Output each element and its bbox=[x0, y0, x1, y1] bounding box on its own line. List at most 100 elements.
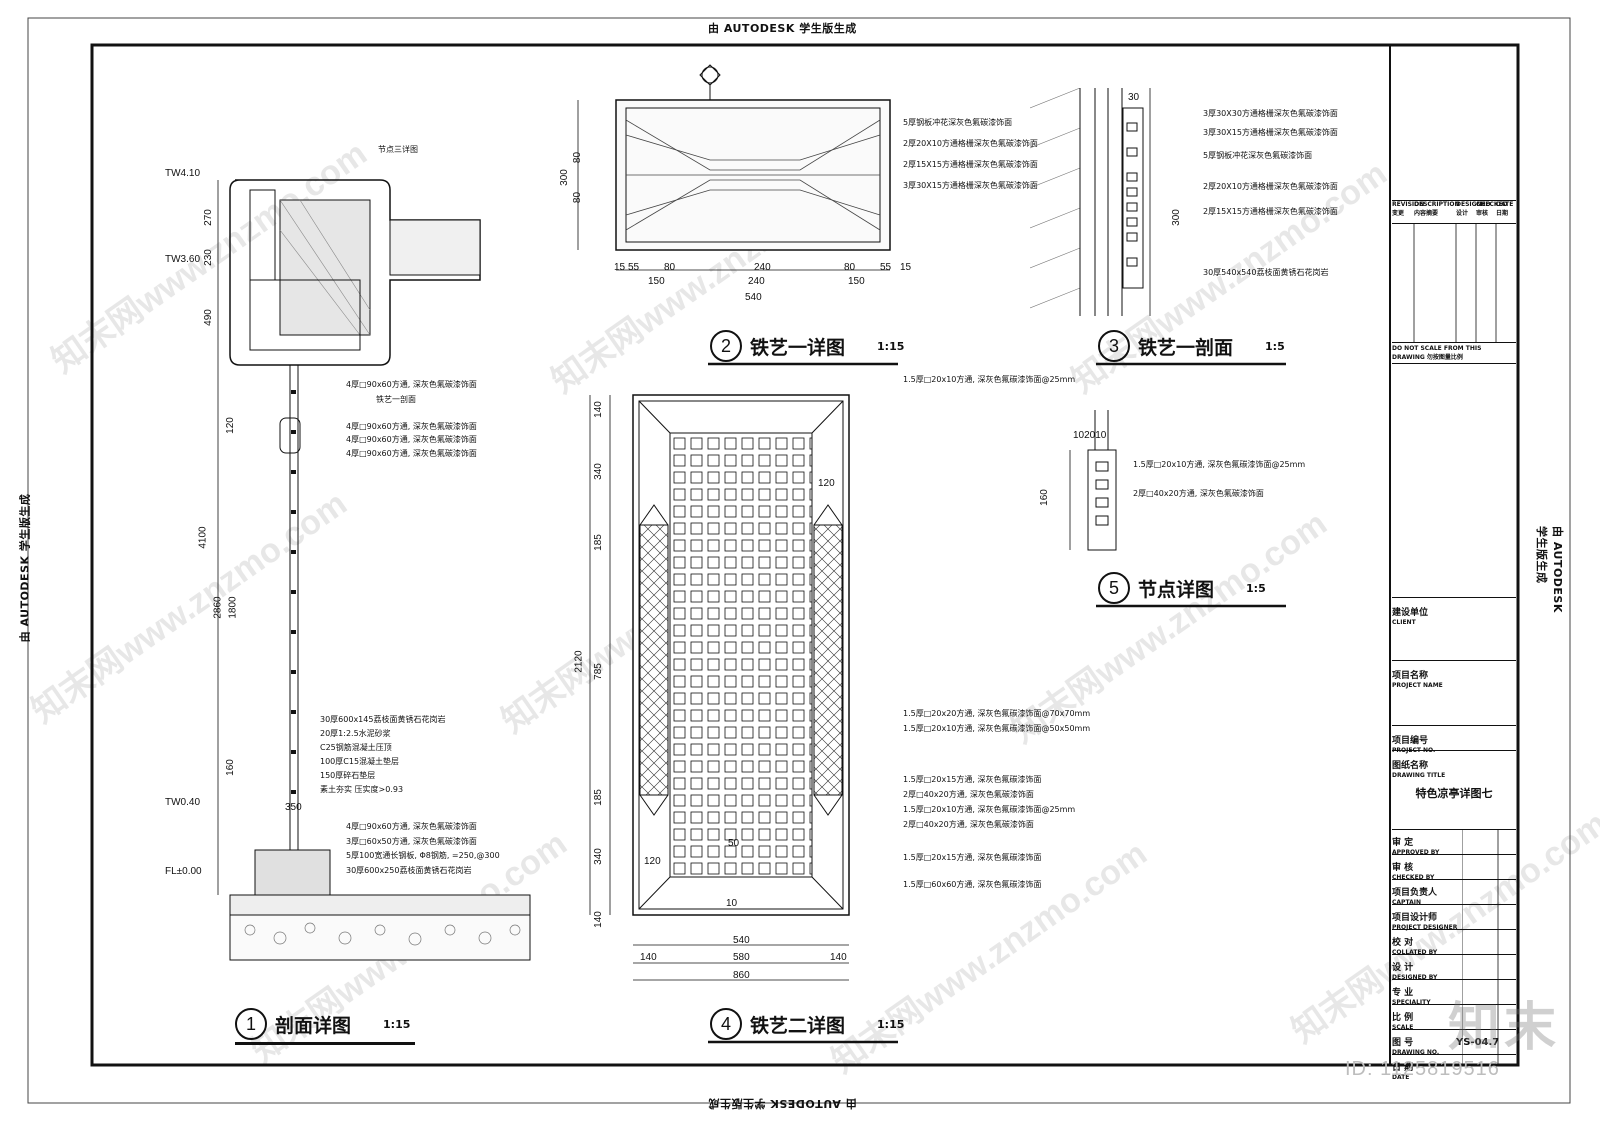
dimension-label: 785 bbox=[592, 663, 604, 680]
role-label: 审 定 bbox=[1392, 838, 1414, 848]
revision-col: DATE 日期 bbox=[1496, 201, 1514, 217]
revision-header: REVISION 变更 DESCRIPTION 内容摘要 DESIGNED 设计… bbox=[1392, 200, 1516, 224]
dimension-label: 160 bbox=[1038, 489, 1050, 506]
dim-item: 580 bbox=[733, 952, 750, 963]
role-label-en: DESIGNED BY bbox=[1392, 974, 1438, 981]
dimension-label: 140 bbox=[592, 401, 604, 418]
dimension-label: 2860 bbox=[212, 596, 224, 619]
project-no-label: 项目编号 bbox=[1392, 736, 1429, 746]
dimension-label: 120 bbox=[644, 856, 661, 867]
dimension-label: 340 bbox=[592, 463, 604, 480]
note: 1.5厚□20x10方通, 深灰色氟碳漆饰面@50x50mm bbox=[903, 724, 1091, 733]
note: 2厚20X10方通格栅深灰色氟碳漆饰面 bbox=[1203, 182, 1338, 191]
note: 4厚□90x60方通, 深灰色氟碳漆饰面 bbox=[346, 448, 477, 458]
role-label-en: SPECIALITY bbox=[1392, 999, 1431, 1006]
dim-item: 140 bbox=[830, 952, 847, 963]
revision-col: CHECKED 审核 bbox=[1476, 201, 1508, 217]
note: 4厚□90x60方通, 深灰色氟碳漆饰面 bbox=[346, 435, 477, 444]
view-title-text: 铁艺一详图 bbox=[750, 336, 846, 359]
dimension-label: 140 580 140 bbox=[640, 952, 860, 963]
dimension-label: 150 240 150 bbox=[648, 276, 888, 287]
note: 3厚□60x50方通, 深灰色氟碳漆饰面 bbox=[346, 836, 477, 846]
note: 100厚C15混凝土垫层 bbox=[320, 757, 400, 766]
note: 5厚钢板冲花深灰色氟碳漆饰面 bbox=[903, 118, 1013, 127]
view-title-5: 5 节点详图 1:5 bbox=[1098, 572, 1266, 604]
role-label: 项目负责人 bbox=[1392, 888, 1438, 898]
note: 2厚□40x20方通, 深灰色氟碳漆饰面 bbox=[903, 820, 1034, 829]
dimension-label: 350 bbox=[285, 802, 302, 813]
drawing-title-label: 图纸名称 bbox=[1392, 761, 1429, 771]
title-block: REVISION 变更 DESCRIPTION 内容摘要 DESIGNED 设计… bbox=[1392, 200, 1516, 364]
note: 5厚100宽通长钢板, Φ8钢筋, =250,@300 bbox=[346, 851, 500, 860]
view-number: 4 bbox=[710, 1008, 742, 1040]
level-mark: TW3.60 bbox=[165, 254, 201, 265]
dim-item: 55 bbox=[880, 262, 892, 273]
view1-notes-upper: 4厚□90x60方通, 深灰色氟碳漆饰面 4厚□90x60方通, 深灰色氟碳漆饰… bbox=[346, 378, 477, 460]
note: 1.5厚□20x20方通, 深灰色氟碳漆饰面@70x70mm bbox=[903, 709, 1091, 718]
view-title-4: 4 铁艺二详图 1:15 bbox=[710, 1008, 904, 1040]
dimension-label: 50 bbox=[728, 838, 740, 849]
callout-label: 铁艺一剖面 bbox=[376, 395, 416, 404]
level-mark: TW4.10 bbox=[165, 168, 201, 179]
project-no-label-en: PROJECT NO. bbox=[1392, 747, 1436, 754]
view-title-text: 铁艺二详图 bbox=[750, 1014, 846, 1037]
note: C25钢筋混凝土压顶 bbox=[320, 743, 392, 752]
dimension-label: 80 bbox=[572, 191, 584, 204]
view-number: 5 bbox=[1098, 572, 1130, 604]
view-scale: 1:5 bbox=[1265, 339, 1285, 353]
dimension-label: 230 bbox=[202, 249, 214, 266]
dimension-label: 15 55 80 240 80 55 15 bbox=[614, 262, 914, 273]
role-label: 专 业 bbox=[1392, 988, 1414, 998]
dimension-label: 2120 bbox=[573, 650, 585, 673]
revision-col: DESCRIPTION 内容摘要 bbox=[1414, 201, 1460, 217]
view-scale: 1:15 bbox=[877, 1017, 905, 1031]
dimension-label: 300 bbox=[558, 169, 570, 186]
note: 4厚□90x60方通, 深灰色氟碳漆饰面 bbox=[346, 421, 477, 431]
dim-item: 80 bbox=[844, 262, 856, 273]
role-label: 图 号 bbox=[1392, 1038, 1414, 1048]
role-label-en: COLLATED BY bbox=[1392, 949, 1438, 956]
dimension-label: 80 bbox=[572, 151, 584, 164]
view-number: 2 bbox=[710, 330, 742, 362]
dimension-label: 1800 bbox=[227, 596, 239, 619]
note: 20厚1:2.5水泥砂浆 bbox=[320, 729, 391, 738]
dimension-label: 10 bbox=[726, 898, 738, 909]
dimension-label: 185 bbox=[592, 789, 604, 806]
autodesk-stamp-bottom: 由 AUTODESK 学生版生成 bbox=[708, 1097, 857, 1110]
drawing-no-value: YS-04.7 bbox=[1456, 1037, 1500, 1048]
revision-col: REVISION 变更 bbox=[1392, 201, 1425, 217]
role-label: 设 计 bbox=[1392, 963, 1414, 973]
level-mark: TW0.40 bbox=[165, 797, 201, 808]
note: 1.5厚□20x15方通, 深灰色氟碳漆饰面 bbox=[903, 775, 1042, 784]
note: 30厚540x540荔枝面黄锈石花岗岩 bbox=[1203, 268, 1329, 277]
note: 2厚15X15方通格栅深灰色氟碳漆饰面 bbox=[1203, 207, 1338, 216]
view2-notes: 5厚钢板冲花深灰色氟碳漆饰面 2厚20X10方通格栅深灰色氟碳漆饰面 2厚15X… bbox=[903, 112, 1038, 196]
view-scale: 1:15 bbox=[877, 339, 905, 353]
brand-logo: 知末 bbox=[1448, 998, 1561, 1058]
autodesk-stamp-left: 由 AUTODESK 学生版生成 bbox=[18, 493, 32, 643]
note: 1.5厚□20x10方通, 深灰色氟碳漆饰面@25mm bbox=[1133, 460, 1306, 469]
note: 2厚20X10方通格栅深灰色氟碳漆饰面 bbox=[903, 139, 1038, 148]
role-label-en: PROJECT DESIGNER bbox=[1392, 924, 1458, 931]
callout-label: 节点三详图 bbox=[378, 145, 418, 154]
note: 2厚□40x20方通, 深灰色氟碳漆饰面 bbox=[903, 790, 1034, 799]
dimension-label: 490 bbox=[202, 309, 214, 326]
dimension-label: 860 bbox=[733, 970, 750, 981]
dimension-label: 102010 bbox=[1073, 430, 1107, 441]
view3-section-drawing bbox=[1030, 88, 1151, 316]
note: 2厚15X15方通格栅深灰色氟碳漆饰面 bbox=[903, 160, 1038, 169]
dimension-label: 300 bbox=[1170, 209, 1182, 226]
note: 2厚□40x20方通, 深灰色氟碳漆饰面 bbox=[1133, 489, 1264, 498]
view-title-2: 2 铁艺一详图 1:15 bbox=[710, 330, 904, 362]
role-label: 日 期 bbox=[1392, 1063, 1414, 1073]
note: 5厚钢板冲花深灰色氟碳漆饰面 bbox=[1203, 151, 1313, 160]
role-label: 校 对 bbox=[1392, 938, 1414, 948]
